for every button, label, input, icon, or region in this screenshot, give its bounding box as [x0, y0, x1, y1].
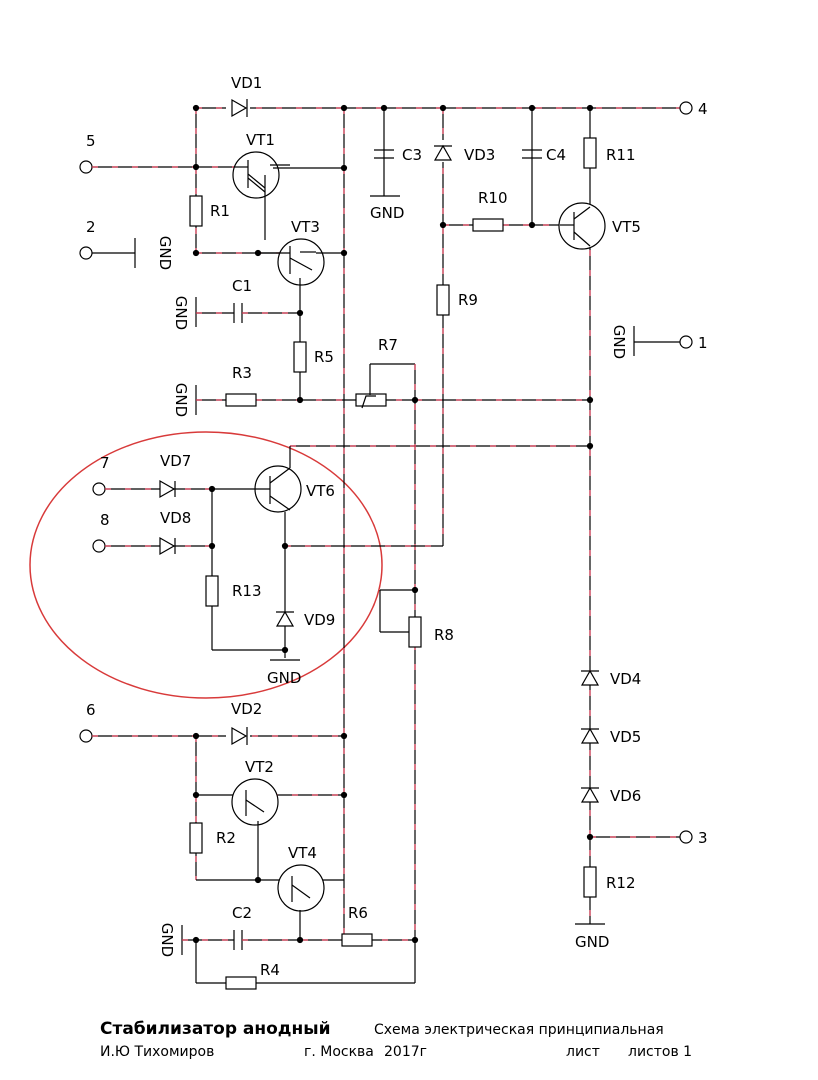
label-r9: R9: [458, 291, 478, 309]
title-block-sheet: лист: [566, 1044, 600, 1060]
transistor-vt4: [277, 864, 325, 940]
label-pin-5: 5: [86, 132, 96, 150]
pin-7: [92, 482, 212, 496]
label-c4: C4: [546, 146, 566, 164]
label-pin-2: 2: [86, 218, 96, 236]
capacitor-c1: [195, 297, 300, 327]
label-r4: R4: [260, 961, 280, 979]
label-r11: R11: [606, 146, 636, 164]
label-vd8: VD8: [160, 509, 191, 527]
diode-vd7: [159, 479, 176, 499]
label-pin-4: 4: [698, 100, 708, 118]
pin-6: [79, 729, 344, 743]
diode-vd1: [226, 98, 250, 118]
schematic-diagram: VD1 VT1 VT3 R1 C1 R5 R3 R7 C3 VD3 C4 R11…: [29, 74, 708, 990]
label-r13: R13: [232, 582, 262, 600]
title-block-year: 2017г: [384, 1044, 427, 1060]
zener-vd6: [580, 786, 600, 803]
transistor-vt3: [258, 238, 344, 311]
transistor-vt5: [558, 202, 606, 250]
label-pin-1: 1: [698, 334, 708, 352]
label-vt3: VT3: [291, 218, 320, 236]
resistor-r12: [575, 866, 605, 925]
label-vt5: VT5: [612, 218, 641, 236]
label-gnd-pin2: GND: [156, 236, 174, 270]
diode-vd2: [226, 726, 250, 746]
label-vd7: VD7: [160, 452, 191, 470]
resistor-r5: [293, 311, 307, 400]
zener-vd4: [580, 669, 600, 686]
title-block-author: И.Ю Тихомиров: [100, 1044, 215, 1060]
label-gnd-c3: GND: [370, 204, 404, 222]
pin-2: [79, 238, 136, 268]
label-vt1: VT1: [246, 131, 275, 149]
label-vd4: VD4: [610, 670, 641, 688]
label-gnd-pin1: GND: [610, 325, 628, 359]
pin-4-circle: [679, 101, 693, 115]
label-pin-7: 7: [100, 454, 110, 472]
label-gnd-c2: GND: [158, 923, 176, 957]
r3-row: [195, 385, 590, 415]
label-vd1: VD1: [231, 74, 262, 92]
label-c2: C2: [232, 904, 252, 922]
label-vd5: VD5: [610, 728, 641, 746]
label-r7: R7: [378, 336, 398, 354]
transistor-vt1: [232, 151, 290, 240]
label-r2: R2: [216, 829, 236, 847]
title-block-city: г. Москва: [304, 1044, 374, 1060]
label-r5: R5: [314, 348, 334, 366]
label-r3: R3: [232, 364, 252, 382]
resistor-r13: [205, 575, 219, 607]
pin-1: [633, 326, 693, 356]
label-vt6: VT6: [306, 482, 335, 500]
top-rail: [195, 107, 680, 253]
capacitor-c2: [181, 925, 415, 955]
label-vd9: VD9: [304, 611, 335, 629]
label-vd3: VD3: [464, 146, 495, 164]
label-pin-3: 3: [698, 829, 708, 847]
transistor-vt6: [212, 446, 302, 658]
label-r1: R1: [210, 202, 230, 220]
title-block-title: Стабилизатор анодный: [100, 1019, 331, 1039]
label-r6: R6: [348, 904, 368, 922]
vd3-column: [433, 108, 453, 546]
highlight-ellipse: [29, 431, 383, 699]
capacitor-c3: [370, 108, 400, 197]
resistor-r2: [189, 822, 203, 854]
label-r12: R12: [606, 874, 636, 892]
label-gnd-c1: GND: [172, 296, 190, 330]
label-vt4: VT4: [288, 844, 317, 862]
label-c3: C3: [402, 146, 422, 164]
pin-3: [590, 830, 693, 844]
label-gnd-r12: GND: [575, 933, 609, 951]
diode-vd8: [159, 536, 176, 556]
label-pin-6: 6: [86, 701, 96, 719]
label-gnd-vd9: GND: [267, 669, 301, 687]
potentiometer-r8: [379, 589, 422, 648]
label-vd2: VD2: [231, 700, 262, 718]
label-vd6: VD6: [610, 787, 641, 805]
resistor-r10: [443, 218, 560, 232]
resistor-r1: [189, 195, 203, 227]
title-block-sheets: листов 1: [628, 1044, 693, 1060]
junction-dots: [192, 104, 594, 944]
resistor-r6: [341, 933, 373, 947]
capacitor-c4: [522, 108, 542, 225]
potentiometer-r7: [355, 363, 416, 938]
pin-8: [92, 539, 212, 553]
zener-vd9: [275, 610, 295, 627]
pin-5: [79, 160, 234, 174]
label-pin-8: 8: [100, 511, 110, 529]
label-r8: R8: [434, 626, 454, 644]
zener-vd5: [580, 727, 600, 744]
label-gnd-r3: GND: [172, 383, 190, 417]
label-c1: C1: [232, 277, 252, 295]
transistor-vt2: [231, 778, 279, 880]
label-vt2: VT2: [245, 758, 274, 776]
resistor-r4: [195, 940, 416, 990]
label-r10: R10: [478, 189, 508, 207]
title-block-type: Схема электрическая принципиальная: [374, 1022, 664, 1038]
